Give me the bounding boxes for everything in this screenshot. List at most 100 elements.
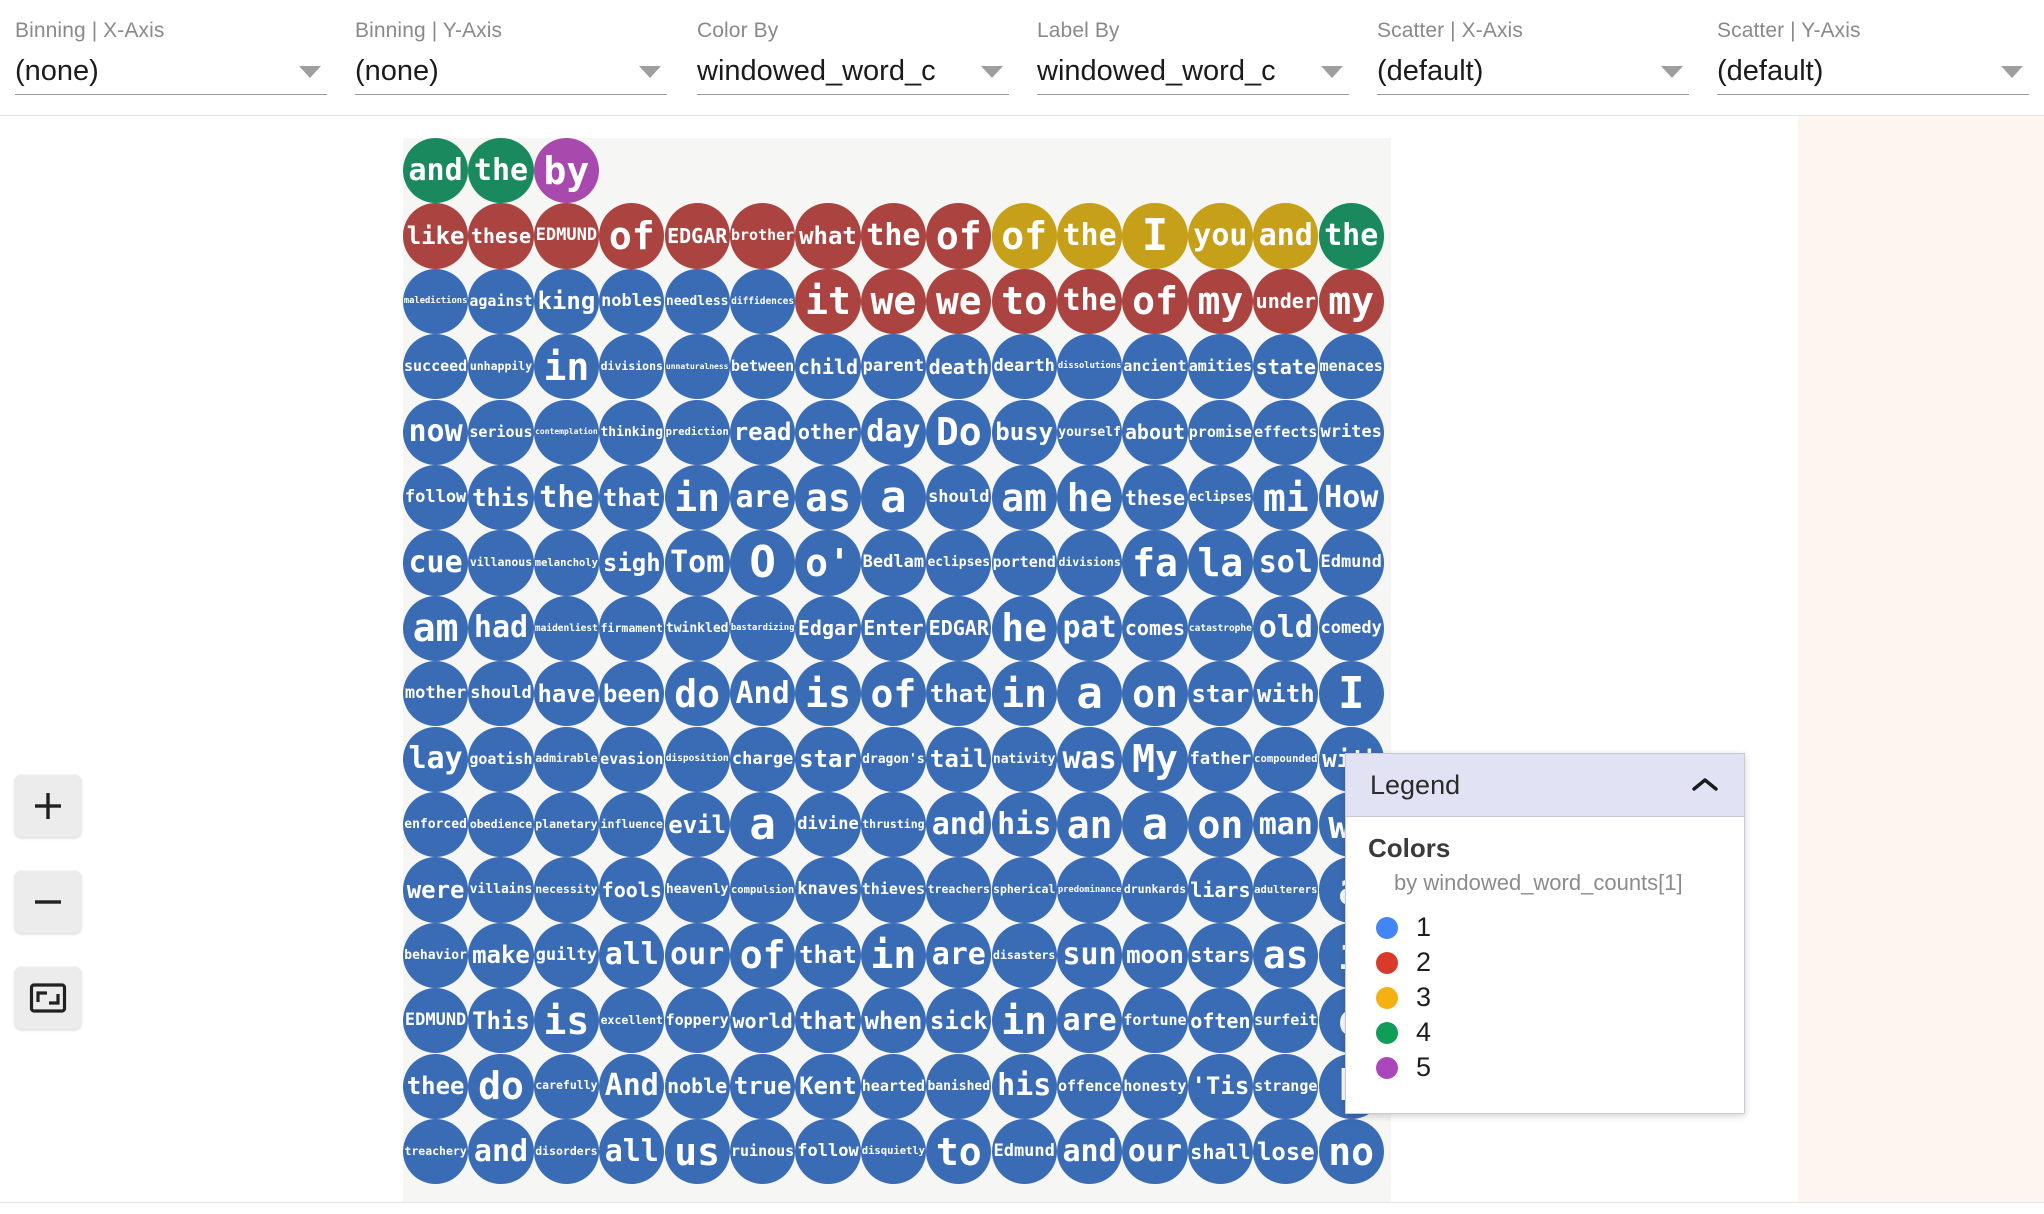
bubble-point[interactable]: state: [1253, 334, 1319, 400]
bubble-point[interactable]: thrusting: [860, 792, 926, 858]
chevron-down-icon[interactable]: [1661, 66, 1683, 78]
bubble-point[interactable]: the: [1318, 203, 1384, 269]
bubble-point[interactable]: behavior: [403, 922, 469, 988]
bubble-point[interactable]: banished: [926, 1053, 992, 1119]
bubble-point[interactable]: about: [1122, 399, 1188, 465]
bubble-point[interactable]: compounded: [1253, 726, 1319, 792]
bubble-point[interactable]: by: [533, 138, 599, 204]
bubble-point[interactable]: serious: [468, 399, 534, 465]
bubble-point[interactable]: what: [795, 203, 861, 269]
bubble-point[interactable]: And: [599, 1053, 665, 1119]
bubble-point[interactable]: my: [1318, 268, 1384, 334]
control-scatter-x-axis[interactable]: Scatter | X-Axis(default): [1377, 18, 1689, 95]
bubble-point[interactable]: treachers: [926, 857, 992, 923]
bubble-point[interactable]: dearth: [991, 334, 1057, 400]
bubble-point[interactable]: moon: [1122, 922, 1188, 988]
bubble-point[interactable]: Edmund: [991, 1119, 1057, 1185]
bubble-point[interactable]: often: [1187, 988, 1253, 1054]
bubble-point[interactable]: it: [795, 268, 861, 334]
chevron-down-icon[interactable]: [639, 66, 661, 78]
bubble-point[interactable]: day: [860, 399, 926, 465]
bubble-point[interactable]: goatish: [468, 726, 534, 792]
bubble-point[interactable]: to: [926, 1119, 992, 1185]
bubble-point[interactable]: king: [533, 268, 599, 334]
bubble-point[interactable]: writes: [1318, 399, 1384, 465]
bubble-point[interactable]: enforced: [403, 792, 469, 858]
bubble-point[interactable]: follow: [795, 1119, 861, 1185]
bubble-point[interactable]: fa: [1122, 530, 1188, 596]
bubble-point[interactable]: lose: [1253, 1119, 1319, 1185]
bubble-point[interactable]: lay: [403, 726, 469, 792]
bubble-point[interactable]: unnaturalness: [664, 334, 730, 400]
chevron-down-icon[interactable]: [1321, 66, 1343, 78]
bubble-point[interactable]: needless: [664, 268, 730, 334]
bubble-point[interactable]: pat: [1057, 595, 1123, 661]
bubble-point[interactable]: he: [1057, 465, 1123, 531]
bubble-point[interactable]: are: [1057, 988, 1123, 1054]
bubble-point[interactable]: of: [926, 203, 992, 269]
bubble-point[interactable]: And: [730, 661, 796, 727]
bubble-point[interactable]: maledictions: [403, 268, 469, 334]
bubble-point[interactable]: when: [860, 988, 926, 1054]
bubble-point[interactable]: divisions: [1057, 530, 1123, 596]
bubble-point[interactable]: these: [1122, 465, 1188, 531]
bubble-point[interactable]: with: [1253, 661, 1319, 727]
bubble-point[interactable]: This: [468, 988, 534, 1054]
chevron-down-icon[interactable]: [2001, 66, 2023, 78]
bubble-point[interactable]: of: [860, 661, 926, 727]
bubble-point[interactable]: twinkled: [664, 595, 730, 661]
bubble-point[interactable]: 'Tis: [1187, 1053, 1253, 1119]
bubble-point[interactable]: child: [795, 334, 861, 400]
bubble-point[interactable]: portend: [991, 530, 1057, 596]
bubble-point[interactable]: of: [599, 203, 665, 269]
bubble-point[interactable]: influence: [599, 792, 665, 858]
bubble-point[interactable]: and: [1057, 1119, 1123, 1185]
bubble-point[interactable]: parent: [860, 334, 926, 400]
bubble-point[interactable]: EDGAR: [664, 203, 730, 269]
bubble-point[interactable]: are: [926, 922, 992, 988]
bubble-point[interactable]: make: [468, 922, 534, 988]
bubble-point[interactable]: amities: [1187, 334, 1253, 400]
bubble-point[interactable]: compulsion: [730, 857, 796, 923]
bubble-point[interactable]: am: [403, 595, 469, 661]
bubble-point[interactable]: under: [1253, 268, 1319, 334]
bubble-point[interactable]: the: [860, 203, 926, 269]
legend-item[interactable]: 2: [1346, 945, 1744, 980]
bubble-point[interactable]: I: [1122, 203, 1188, 269]
bubble-point[interactable]: and: [403, 138, 469, 204]
bubble-point[interactable]: yourself: [1057, 399, 1123, 465]
bubble-point[interactable]: ruinous: [730, 1119, 796, 1185]
bubble-point[interactable]: like: [403, 203, 469, 269]
bubble-point[interactable]: unhappily: [468, 334, 534, 400]
bubble-point[interactable]: tail: [926, 726, 992, 792]
bubble-point[interactable]: his: [991, 792, 1057, 858]
chevron-down-icon[interactable]: [299, 66, 321, 78]
bubble-point[interactable]: in: [991, 661, 1057, 727]
bubble-point[interactable]: fools: [599, 857, 665, 923]
bubble-point[interactable]: promise: [1187, 399, 1253, 465]
bubble-point[interactable]: O: [730, 530, 796, 596]
bubble-point[interactable]: our: [664, 922, 730, 988]
bubble-point[interactable]: against: [468, 268, 534, 334]
bubble-point[interactable]: surfeit: [1253, 988, 1319, 1054]
bubble-point[interactable]: and: [468, 1119, 534, 1185]
bubble-point[interactable]: he: [991, 595, 1057, 661]
bubble-point[interactable]: busy: [991, 399, 1057, 465]
bubble-point[interactable]: la: [1187, 530, 1253, 596]
bubble-point[interactable]: Do: [926, 399, 992, 465]
bubble-point[interactable]: my: [1187, 268, 1253, 334]
bubble-point[interactable]: disorders: [533, 1119, 599, 1185]
bubble-point[interactable]: bastardizing: [730, 595, 796, 661]
legend-item[interactable]: 1: [1346, 910, 1744, 945]
bubble-point[interactable]: old: [1253, 595, 1319, 661]
binning-y-axis-select[interactable]: (none): [355, 50, 667, 95]
bubble-point[interactable]: father: [1187, 726, 1253, 792]
bubble-point[interactable]: is: [795, 661, 861, 727]
bubble-point[interactable]: offence: [1057, 1053, 1123, 1119]
bubble-point[interactable]: effects: [1253, 399, 1319, 465]
bubble-point[interactable]: evil: [664, 792, 730, 858]
bubble-point[interactable]: is: [533, 988, 599, 1054]
bubble-point[interactable]: adulterers: [1253, 857, 1319, 923]
bubble-point[interactable]: in: [991, 988, 1057, 1054]
